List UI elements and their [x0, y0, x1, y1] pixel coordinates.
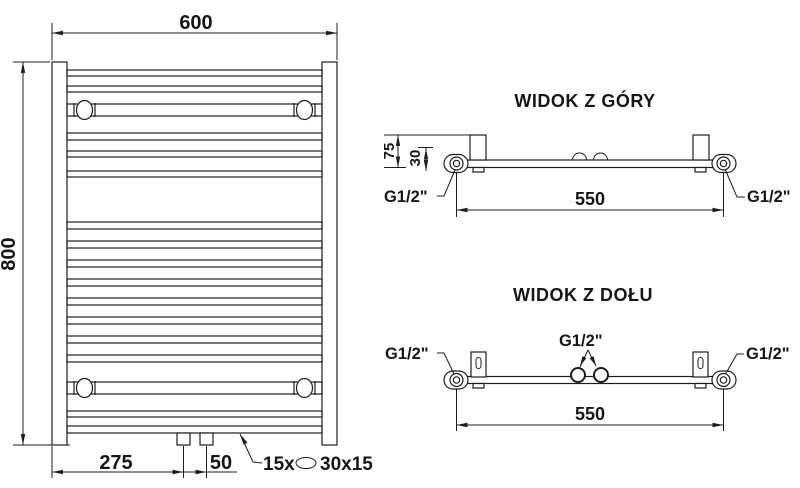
connection-stub-left [176, 432, 191, 446]
dim-550-bottom: 550 [456, 389, 724, 431]
bracket-foot [694, 166, 707, 173]
leader-line [724, 168, 745, 198]
arrowhead [240, 434, 248, 445]
wall-bracket [470, 351, 487, 378]
thread-port [449, 156, 464, 171]
left-collector [51, 61, 68, 446]
oval-profile-icon [295, 457, 317, 469]
center-thread-port [593, 367, 609, 383]
dim-width-label: 600 [179, 12, 212, 34]
dim-offset-label: 275 [99, 452, 132, 474]
arrowhead [326, 30, 337, 36]
arrowhead [172, 469, 184, 475]
thread-label-center: G1/2" [559, 332, 603, 350]
arrowhead [423, 160, 429, 171]
arrowhead [456, 207, 468, 213]
arrowhead [712, 422, 724, 428]
thread-label-left: G1/2" [385, 345, 429, 363]
leader-line [437, 352, 455, 375]
bottom-view-title: WIDOK Z DOŁU [513, 285, 653, 305]
dim-75: 75 [381, 135, 406, 168]
bracket-circle [75, 377, 94, 399]
dim-tube-offset-label: 30 [407, 150, 424, 167]
arrowhead [52, 30, 63, 36]
bracket-mounts-front [73, 99, 316, 399]
leader-line [437, 169, 456, 197]
dim-550-top: 550 [456, 172, 724, 217]
thread-label-right: G1/2" [747, 188, 791, 206]
dim-800: 800 [0, 61, 70, 446]
bracket-circle [295, 377, 314, 399]
wall-bracket [692, 351, 709, 378]
center-connection-bump [593, 152, 608, 161]
dim-height-label: 800 [0, 237, 20, 270]
center-thread-port [570, 367, 586, 383]
radiator-tubes [66, 69, 323, 434]
center-connection-bump [572, 152, 587, 161]
dim-spacing-label: 50 [210, 452, 232, 474]
dim-span-label: 550 [575, 404, 605, 424]
tube-bar [465, 375, 715, 385]
arrowhead [52, 469, 63, 475]
thread-port [716, 156, 731, 171]
arrowhead [580, 356, 587, 366]
top-view: WIDOK Z GÓRY 75 [381, 90, 791, 217]
thread-label-left: G1/2" [384, 188, 428, 206]
bracket-foot [472, 382, 485, 389]
leader-line [725, 353, 744, 374]
dim-30: 30 [407, 147, 433, 171]
arrowhead [20, 62, 26, 73]
thread-port [449, 372, 464, 388]
bracket-slot [697, 357, 704, 369]
arrowhead [456, 422, 468, 428]
arrowhead [395, 156, 401, 168]
front-view: 600 800 275 50 15x [0, 12, 373, 478]
wall-bracket [469, 134, 487, 161]
bracket-circle [75, 99, 94, 121]
bottom-view: WIDOK Z DOŁU G1/2" G1/2" G1/2" [385, 285, 790, 431]
arrowhead [20, 434, 26, 445]
top-view-title: WIDOK Z GÓRY [514, 90, 655, 111]
wall-bracket [692, 134, 710, 161]
thread-label-right: G1/2" [746, 345, 790, 363]
bracket-circle [295, 99, 314, 121]
connection-stub-right [199, 432, 214, 446]
tube-note: 15x 30x15 [239, 433, 373, 475]
bracket-foot [472, 166, 485, 173]
dim-275-50: 275 50 [51, 446, 237, 478]
tube-count-label: 15x [263, 454, 295, 475]
dim-depth-label: 75 [381, 143, 398, 160]
bracket-slot [475, 357, 482, 369]
arrowhead [395, 135, 401, 146]
arrowhead [589, 356, 596, 366]
thread-port [716, 372, 731, 388]
tube-size-label: 30x15 [320, 454, 373, 475]
arrowhead [195, 469, 207, 475]
right-collector [321, 61, 338, 446]
dim-600: 600 [51, 12, 338, 60]
dim-span-label: 550 [575, 189, 605, 209]
bracket-foot [694, 382, 707, 389]
arrowhead [712, 207, 724, 213]
arrowhead [423, 148, 429, 160]
tube-bar [465, 159, 715, 169]
